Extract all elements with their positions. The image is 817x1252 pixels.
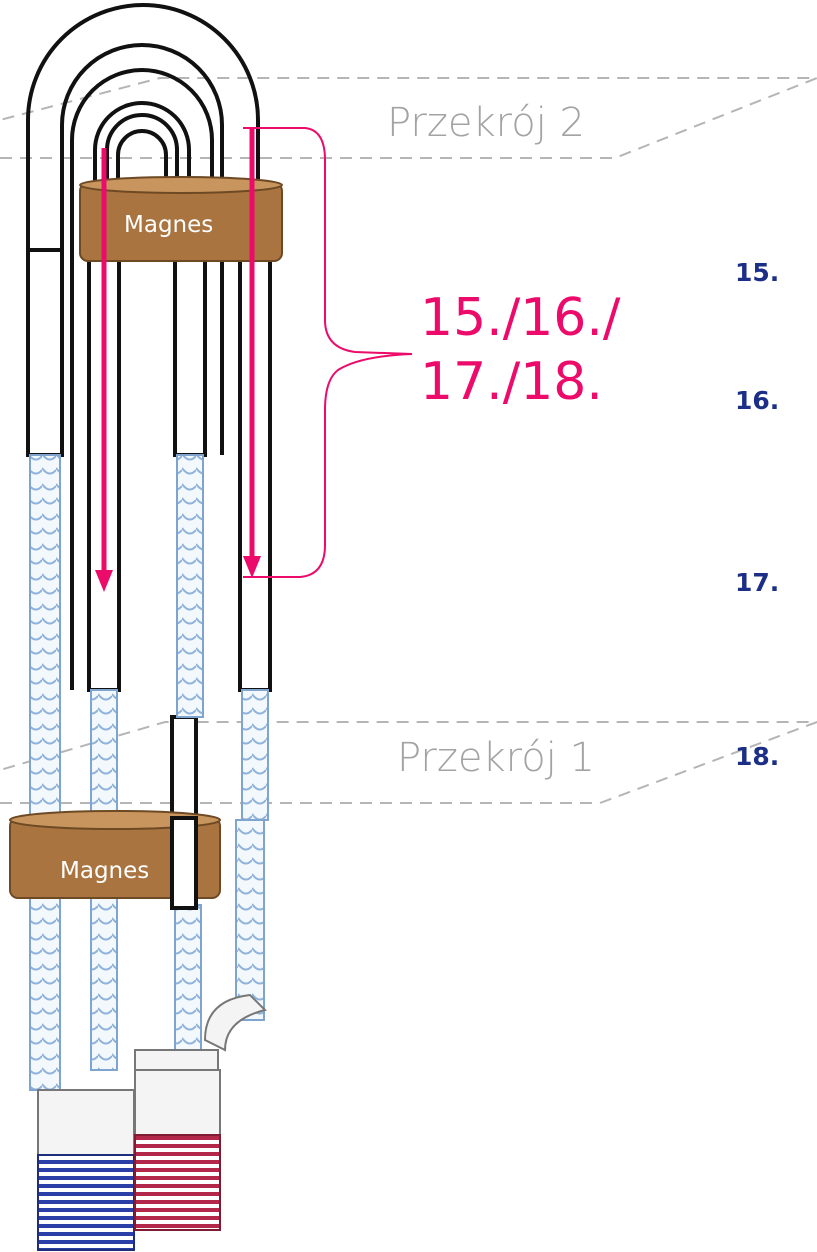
section-label-2: Przekrój 2: [387, 100, 585, 146]
callout-brace: [243, 127, 413, 578]
lower-magnet-label: Magnes: [60, 858, 150, 884]
inner-u-tube: [105, 113, 179, 180]
upper-magnet-label: Magnes: [124, 212, 214, 238]
section-plane-2: [0, 77, 817, 159]
hot-connector: [134, 993, 267, 1231]
callout-label: 15./16./ 17./18.: [420, 286, 620, 414]
step-18: 18.: [735, 742, 780, 771]
outer-u-tube: [26, 3, 260, 455]
step-17: 17.: [735, 568, 780, 597]
callout-line-1: 15./16./: [420, 288, 621, 348]
flow-arrows: [95, 128, 261, 592]
lower-magnet: [9, 810, 221, 910]
middle-u-tube: [70, 68, 214, 690]
straight-tubes: [26, 248, 272, 909]
upper-magnet: [79, 176, 283, 262]
callout-line-2: 17./18.: [420, 352, 603, 412]
cold-connector: [37, 1089, 135, 1251]
twisted-segments: [29, 454, 269, 1091]
step-16: 16.: [735, 386, 780, 415]
section-label-1: Przekrój 1: [397, 735, 595, 781]
step-15: 15.: [735, 258, 780, 287]
